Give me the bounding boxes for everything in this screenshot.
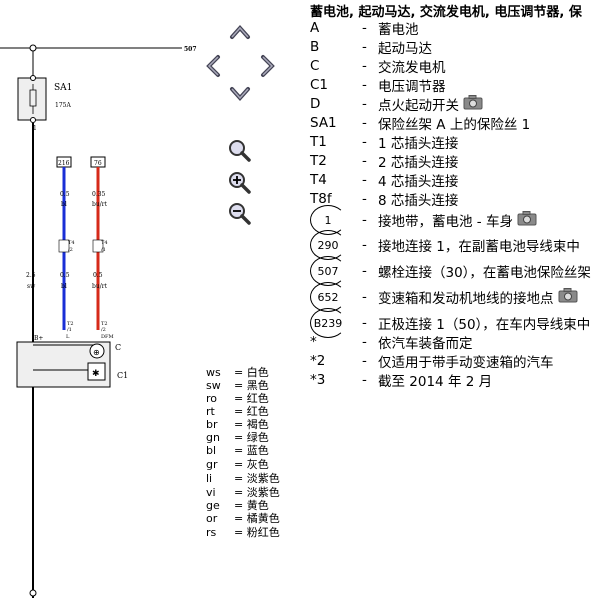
legend-row: T2-2 芯插头连接	[310, 152, 459, 171]
legend-row: *-依汽车装备而定	[310, 333, 473, 352]
bus-number: 507	[184, 46, 197, 53]
svg-text:/2: /2	[101, 327, 106, 333]
svg-text:C: C	[115, 343, 121, 352]
color-code-row: br= 褐色	[206, 418, 269, 431]
svg-text:bu/rt: bu/rt	[92, 201, 108, 208]
color-code-row: bl= 蓝色	[206, 444, 269, 457]
legend-row: 290-接地连接 1，在副蓄电池导线束中	[310, 230, 580, 260]
arrow-down-icon[interactable]	[229, 86, 251, 102]
fuse-code: SA1	[54, 83, 72, 93]
svg-text:/2: /2	[68, 247, 73, 253]
camera-icon[interactable]	[463, 94, 483, 114]
legend-title: 蓄电池, 起动马达, 交流发电机, 电压调节器, 保	[310, 5, 582, 20]
wiring-diagram: 507 SA1 175A 1 2.5 sw 216 76 0.5 bl T4 /…	[0, 44, 197, 598]
legend-row: T4-4 芯插头连接	[310, 171, 459, 190]
svg-text:bu/rt: bu/rt	[92, 283, 108, 290]
legend-row: T1-1 芯插头连接	[310, 133, 459, 152]
color-code-row: vi= 淡紫色	[206, 486, 280, 499]
color-code-row: ge= 黄色	[206, 499, 269, 512]
color-code-row: gr= 灰色	[206, 458, 269, 471]
svg-text:DFM: DFM	[101, 334, 114, 340]
svg-text:T2: T2	[67, 321, 74, 327]
fuse-rating: 175A	[55, 102, 71, 109]
svg-text:B+: B+	[34, 335, 43, 342]
bus-node	[29, 44, 37, 52]
legend-row: D-点火起动开关	[310, 94, 483, 114]
color-code-row: rs= 粉红色	[206, 526, 280, 539]
svg-text:216: 216	[58, 160, 70, 167]
color-code-row: li= 淡紫色	[206, 472, 280, 485]
svg-text:0.5: 0.5	[60, 191, 70, 198]
svg-text:L: L	[66, 334, 70, 340]
arrow-up-icon[interactable]	[229, 24, 251, 40]
svg-text:0.5: 0.5	[60, 272, 70, 279]
arrow-left-icon[interactable]	[204, 54, 222, 78]
svg-text:✱: ✱	[92, 369, 100, 379]
color-code-row: ro= 红色	[206, 392, 269, 405]
legend-row: *3-截至 2014 年 2 月	[310, 371, 493, 390]
camera-icon[interactable]	[517, 210, 537, 230]
svg-text:/1: /1	[101, 247, 106, 253]
legend-row: 1-接地带，蓄电池 - 车身	[310, 205, 537, 235]
camera-icon[interactable]	[558, 287, 578, 307]
color-code-row: gn= 绿色	[206, 431, 269, 444]
color-code-row: sw= 黑色	[206, 379, 269, 392]
connection-point-symbol: B239	[310, 308, 346, 338]
legend-row: T8f-8 芯插头连接	[310, 190, 459, 209]
svg-text:2.5: 2.5	[26, 272, 36, 279]
svg-text:C1: C1	[117, 371, 128, 380]
zoom-out-icon[interactable]	[228, 202, 252, 226]
fuse-sa1	[17, 77, 47, 121]
legend-row: B239-正极连接 1（50），在车内导线束中	[310, 308, 590, 338]
alternator-symbol	[89, 343, 105, 359]
svg-text:sw: sw	[27, 283, 36, 290]
svg-text:0.35: 0.35	[92, 191, 106, 198]
svg-text:T4: T4	[68, 240, 75, 246]
color-code-row: or= 橘黄色	[206, 512, 280, 525]
legend-row: B-起动马达	[310, 38, 432, 57]
svg-text:T2: T2	[101, 321, 108, 327]
legend-row: 652-变速箱和发动机地线的接地点	[310, 282, 578, 312]
fuse-pin: 1	[33, 125, 37, 132]
svg-text:bl: bl	[61, 283, 67, 290]
legend-row: A-蓄电池	[310, 19, 419, 38]
zoom-in-icon[interactable]	[228, 171, 252, 195]
svg-text:76: 76	[94, 160, 102, 167]
svg-text:/1: /1	[67, 327, 72, 333]
legend-row: *2-仅适用于带手动变速箱的汽车	[310, 352, 554, 371]
regulator-symbol	[87, 362, 106, 381]
svg-text:T4: T4	[101, 240, 108, 246]
color-code-row: ws= 白色	[206, 366, 269, 379]
zoom-icon[interactable]	[228, 139, 252, 163]
color-code-row: rt= 红色	[206, 405, 269, 418]
svg-text:bl: bl	[61, 201, 67, 208]
svg-text:⊕: ⊕	[93, 348, 100, 357]
legend-row: C-交流发电机	[310, 57, 446, 76]
svg-text:0.5: 0.5	[93, 272, 103, 279]
legend-row: 507-螺栓连接（30），在蓄电池保险丝架	[310, 256, 591, 286]
legend-row: SA1-保险丝架 A 上的保险丝 1	[310, 114, 531, 133]
legend-row: C1-电压调节器	[310, 76, 446, 95]
arrow-right-icon[interactable]	[259, 54, 277, 78]
